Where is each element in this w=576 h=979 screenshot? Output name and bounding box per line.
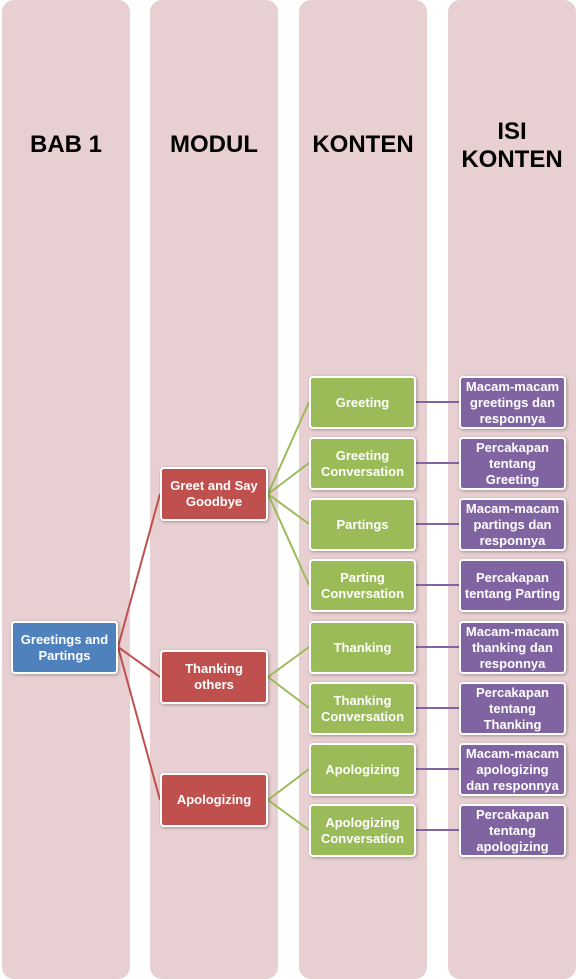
link-module3-content-8	[267, 799, 310, 831]
module-node-thanking: Thanking others	[160, 650, 268, 704]
detail-node-partings: Macam-macam partings dan responnya	[459, 498, 566, 551]
detail-node-apologizing: Macam-macam apologizing dan responnya	[459, 743, 566, 796]
module-node-apologizing: Apologizing	[160, 773, 268, 827]
detail-node-parting-conversation: Percakapan tentang Parting	[459, 559, 566, 612]
link-chapter-module-2	[117, 646, 161, 678]
detail-node-apologizing-conversation: Percakapan tentang apologizing	[459, 804, 566, 857]
link-chapter-module-3	[117, 646, 161, 801]
content-node-greeting-conversation: Greeting Conversation	[309, 437, 416, 490]
link-module2-content-6	[267, 676, 310, 709]
detail-node-thanking: Macam-macam thanking dan responnya	[459, 621, 566, 674]
content-node-thanking-conversation: Thanking Conversation	[309, 682, 416, 735]
link-module1-content-4	[267, 493, 310, 586]
link-module2-content-5	[267, 646, 310, 678]
detail-node-greeting: Macam-macam greetings dan responnya	[459, 376, 566, 429]
link-module1-content-3	[267, 493, 310, 525]
chapter-node: Greetings and Partings	[11, 621, 118, 674]
column-title-konten: KONTEN	[312, 131, 414, 158]
content-node-partings: Partings	[309, 498, 416, 551]
link-chapter-module-1	[117, 493, 161, 648]
module-node-greet: Greet and Say Goodbye	[160, 467, 268, 521]
detail-node-greeting-conversation: Percakapan tentang Greeting	[459, 437, 566, 490]
content-node-greeting: Greeting	[309, 376, 416, 429]
detail-node-thanking-conversation: Percakapan tentang Thanking	[459, 682, 566, 735]
content-node-apologizing: Apologizing	[309, 743, 416, 796]
column-title-isi-konten: ISI KONTEN	[461, 118, 563, 173]
content-node-thanking: Thanking	[309, 621, 416, 674]
content-node-apologizing-conversation: Apologizing Conversation	[309, 804, 416, 857]
link-module3-content-7	[267, 768, 310, 801]
link-module1-content-2	[267, 462, 310, 495]
column-bab: BAB 1	[2, 0, 130, 979]
column-title-bab: BAB 1	[29, 131, 102, 158]
link-module1-content-1	[267, 401, 310, 495]
column-title-modul: MODUL	[170, 131, 258, 158]
content-node-parting-conversation: Parting Conversation	[309, 559, 416, 612]
